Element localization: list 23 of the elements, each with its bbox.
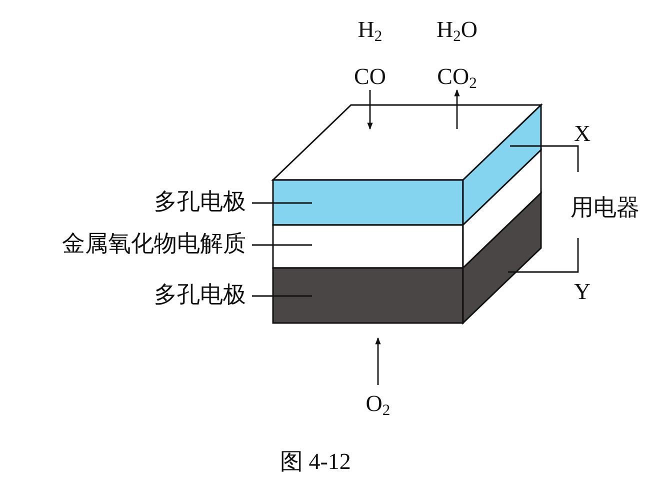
layer-label: 多孔电极 — [154, 188, 246, 216]
gas-label: O$_{2}$ — [350, 390, 406, 418]
electrode-side-face — [462, 191, 542, 325]
electrode-layer — [272, 267, 464, 324]
gas-label: H$_{2}$O CO$_{2}$ — [422, 6, 492, 100]
load-label: 用电器 — [552, 194, 658, 222]
leader-line — [252, 202, 312, 204]
terminal-label: Y — [574, 278, 591, 306]
electrolyte-side-face — [462, 148, 542, 270]
arrow — [367, 90, 373, 130]
leader-line — [252, 295, 312, 297]
terminal-label: X — [574, 120, 591, 148]
layer-label: 金属氧化物电解质 — [62, 230, 246, 258]
electrolyte-layer — [272, 224, 464, 269]
gas-label: H$_{2}$ CO — [340, 6, 400, 100]
arrow — [375, 337, 381, 385]
leader-line — [252, 244, 312, 246]
arrow — [454, 89, 460, 129]
figure-caption: 图 4-12 — [280, 448, 351, 476]
layer-label: 多孔电极 — [154, 281, 246, 309]
electrode-layer — [271, 103, 543, 227]
connector-line — [508, 238, 579, 273]
connector-line — [510, 145, 579, 172]
